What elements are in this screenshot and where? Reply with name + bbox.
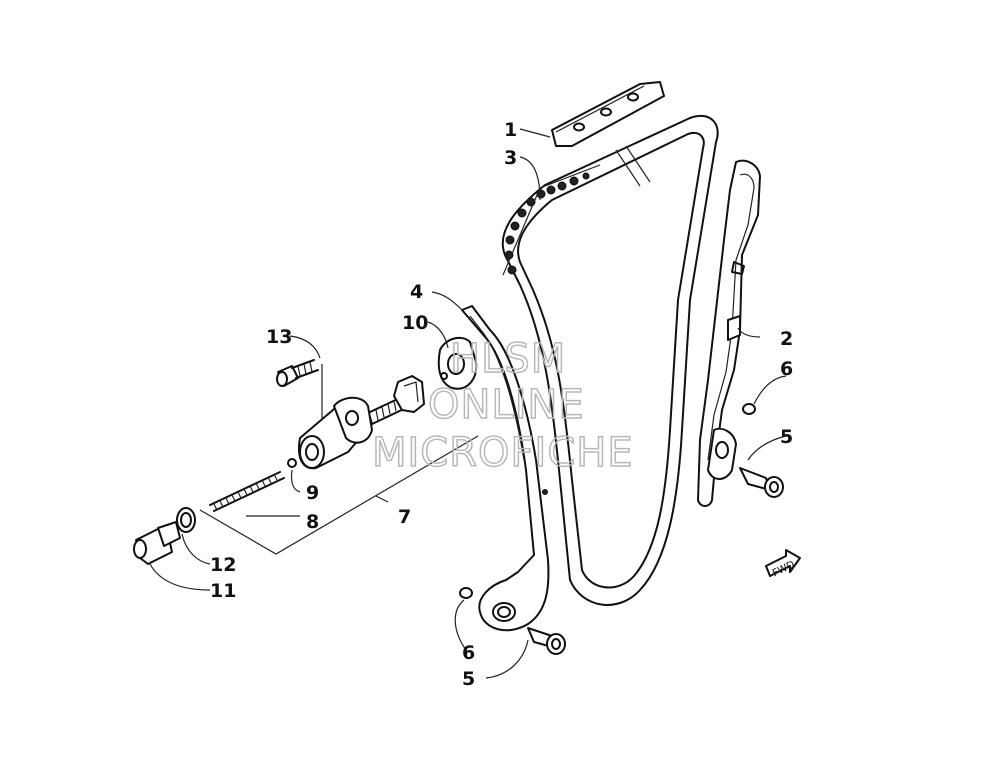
gasket: [437, 336, 478, 390]
callout-1: 1: [504, 119, 517, 141]
callout-5-lower: 5: [462, 668, 475, 690]
callout-2: 2: [780, 328, 793, 350]
chain-links: [502, 164, 601, 276]
watermark-line-2: ONLINE: [428, 382, 585, 428]
washer-12: [176, 507, 196, 533]
callout-4: 4: [410, 281, 423, 303]
callout-12: 12: [210, 554, 236, 576]
ball-9: [287, 458, 297, 468]
callout-13: 13: [266, 326, 292, 348]
bolt-5-lower: [527, 627, 566, 655]
callout-6-lower: 6: [462, 642, 475, 664]
callout-7: 7: [398, 506, 411, 528]
assembly-bracket-7: [199, 435, 479, 555]
chain-guide-plate: [551, 81, 665, 147]
callout-8: 8: [306, 511, 319, 533]
callout-9: 9: [306, 482, 319, 504]
callout-10: 10: [402, 312, 428, 334]
tensioner-body: [298, 375, 425, 470]
chain-guide-right: [697, 159, 761, 507]
callout-3: 3: [504, 147, 517, 169]
watermark-line-1: HLSM: [450, 336, 566, 382]
cam-chain: [501, 115, 719, 606]
washer-6-lower: [459, 587, 473, 599]
callout-5-upper: 5: [780, 426, 793, 448]
callout-11: 11: [210, 580, 236, 602]
callout-6-upper: 6: [780, 358, 793, 380]
tensioner-guide: [461, 305, 550, 632]
forward-arrow-icon: FWD: [765, 549, 801, 579]
spring-8: [209, 471, 285, 512]
leader-lines: [149, 128, 787, 679]
bolt-13: [276, 359, 319, 387]
plug-bolt-11: [133, 521, 181, 565]
bolt-5-upper: [739, 467, 784, 498]
watermark-line-3: MICROFICHE: [372, 430, 634, 476]
washer-6-upper: [742, 403, 756, 415]
watermark: HLSM ONLINE MICROFICHE: [371, 335, 634, 477]
callout-labels: 1 3 2 4 10 13 6 5 9 8 7 12 11 6 5: [210, 119, 793, 690]
